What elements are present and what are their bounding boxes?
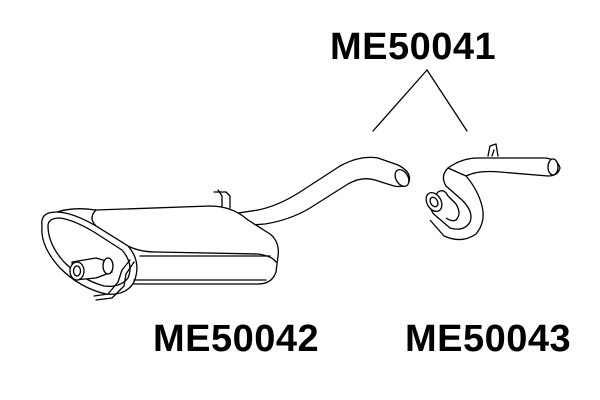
rear-silencer-with-pipe: [41, 156, 411, 301]
leader-lines: [372, 69, 468, 132]
part-number-me50043: ME50043: [405, 318, 572, 360]
tail-pipe-section: [425, 143, 561, 241]
part-number-me50042: ME50042: [153, 318, 320, 360]
part-number-me50041: ME50041: [330, 26, 497, 68]
